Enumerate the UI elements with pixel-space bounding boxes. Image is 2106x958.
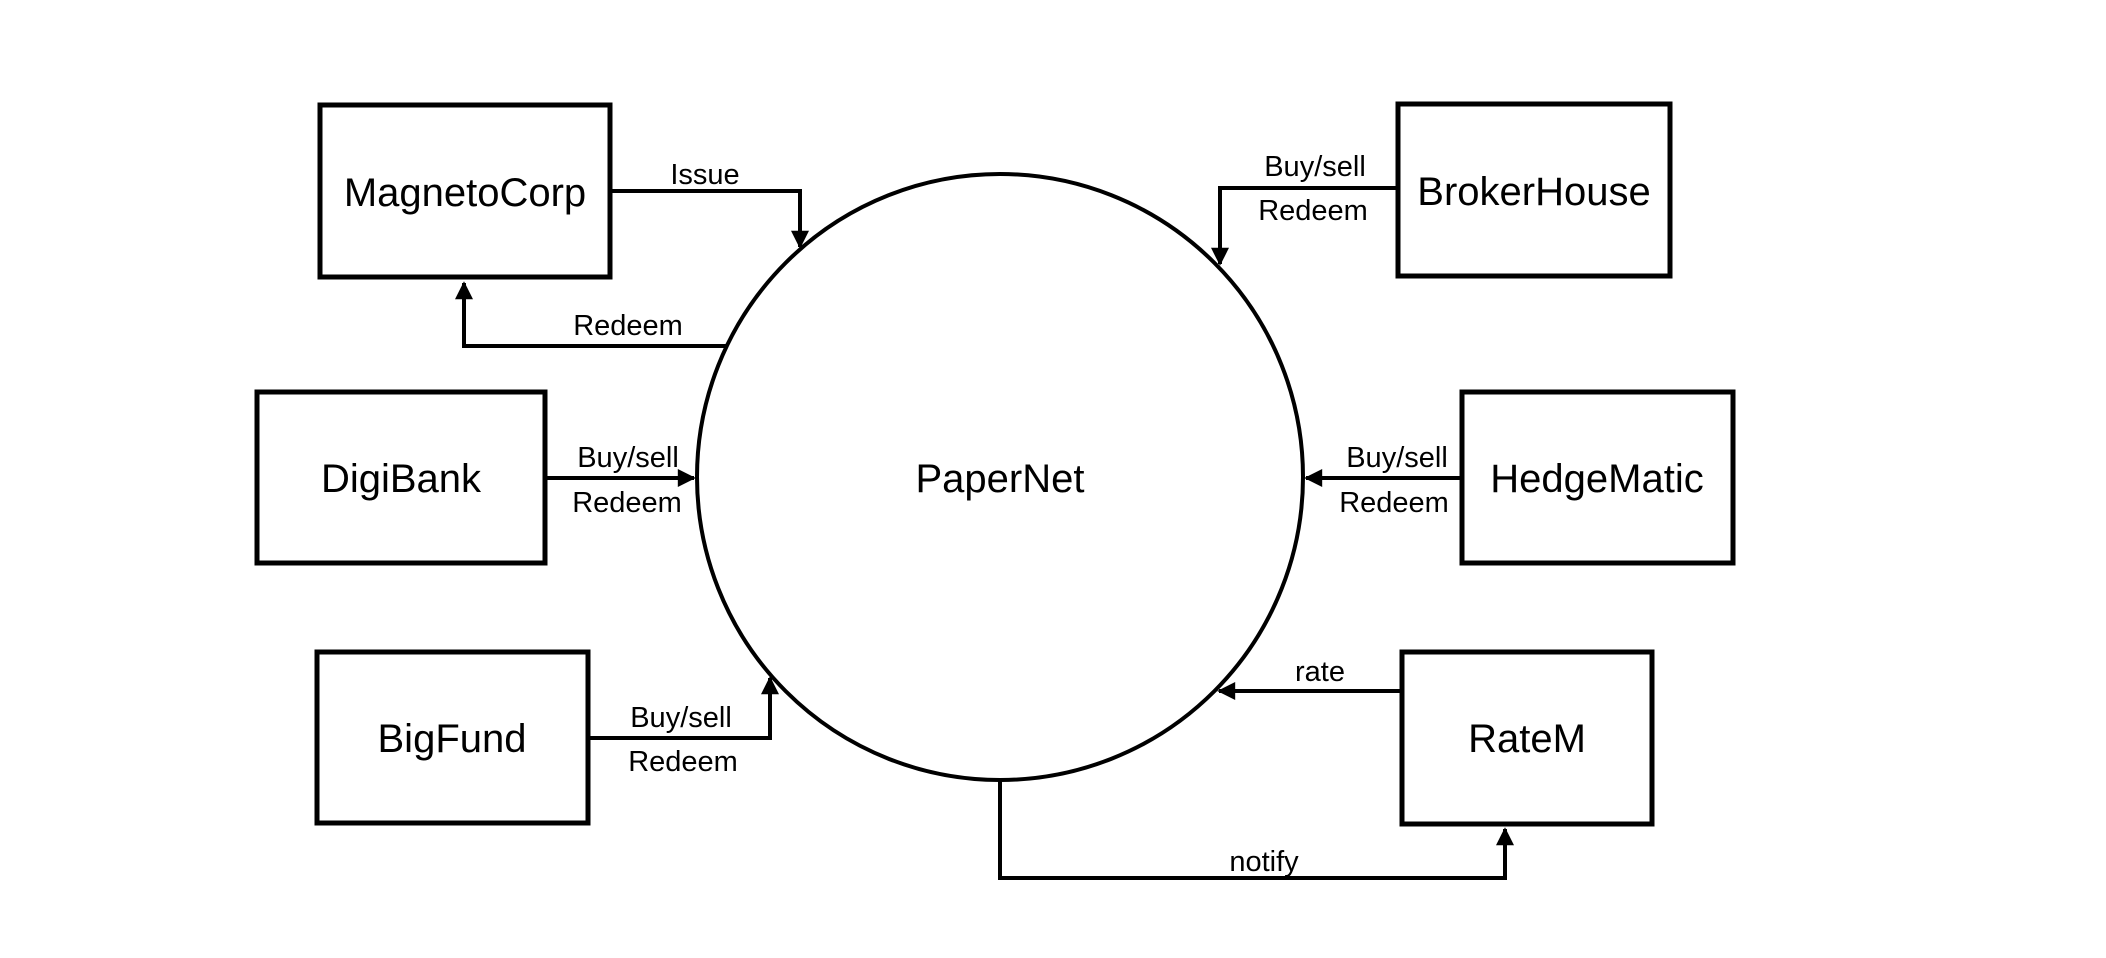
- edge-brokerhouse-buysell: Buy/sell Redeem: [1211, 151, 1398, 266]
- edge-digibank-buysell-label-bottom: Redeem: [572, 487, 682, 519]
- node-hedgematic: HedgeMatic: [1459, 389, 1736, 566]
- edge-hedgematic-buysell-label-top: Buy/sell: [1346, 442, 1448, 474]
- node-brokerhouse: BrokerHouse: [1395, 101, 1673, 279]
- edge-brokerhouse-buysell-label-top: Buy/sell: [1264, 151, 1366, 183]
- edge-brokerhouse-buysell-label-bottom: Redeem: [1258, 195, 1368, 227]
- edge-bigfund-buysell: Buy/sell Redeem: [588, 676, 779, 778]
- node-ratem: RateM: [1399, 649, 1655, 827]
- node-brokerhouse-box: [1395, 101, 1673, 279]
- edge-redeem-magnetocorp-label: Redeem: [573, 310, 683, 342]
- node-ratem-label: RateM: [1468, 717, 1586, 761]
- edge-redeem-magnetocorp: Redeem: [455, 281, 727, 348]
- edge-redeem-magnetocorp-line: [455, 281, 727, 348]
- papernet-label: PaperNet: [916, 457, 1085, 501]
- node-digibank-label: DigiBank: [321, 457, 482, 501]
- node-ratem-box: [1399, 649, 1655, 827]
- node-digibank: DigiBank: [254, 389, 548, 566]
- node-bigfund-label: BigFund: [378, 717, 527, 761]
- node-hedgematic-label: HedgeMatic: [1490, 457, 1703, 501]
- edge-hedgematic-buysell: Buy/sell Redeem: [1304, 442, 1462, 519]
- edge-issue: Issue: [610, 159, 809, 249]
- edge-issue-label: Issue: [670, 159, 739, 191]
- network-papernet: PaperNet: [695, 172, 1305, 782]
- node-bigfund-box: [314, 649, 591, 826]
- edge-notify-line: [998, 780, 1514, 880]
- edge-notify-label: notify: [1229, 846, 1299, 878]
- node-magnetocorp: MagnetoCorp: [317, 102, 613, 280]
- edge-bigfund-buysell-label-bottom: Redeem: [628, 746, 738, 778]
- edge-bigfund-buysell-line: [588, 676, 779, 740]
- edge-notify: notify: [998, 780, 1514, 880]
- edge-issue-line: [610, 189, 809, 249]
- edge-digibank-buysell: Buy/sell Redeem: [545, 442, 696, 519]
- edge-rate: rate: [1217, 656, 1402, 700]
- node-brokerhouse-label: BrokerHouse: [1417, 170, 1650, 214]
- edge-digibank-buysell-label-top: Buy/sell: [577, 442, 679, 474]
- edge-bigfund-buysell-label-top: Buy/sell: [630, 702, 732, 734]
- node-hedgematic-box: [1459, 389, 1736, 566]
- node-bigfund: BigFund: [314, 649, 591, 826]
- node-magnetocorp-label: MagnetoCorp: [344, 171, 586, 215]
- edge-brokerhouse-buysell-line: [1211, 186, 1398, 266]
- edge-rate-label: rate: [1295, 656, 1345, 688]
- node-digibank-box: [254, 389, 548, 566]
- node-magnetocorp-box: [317, 102, 613, 280]
- edge-hedgematic-buysell-label-bottom: Redeem: [1339, 487, 1449, 519]
